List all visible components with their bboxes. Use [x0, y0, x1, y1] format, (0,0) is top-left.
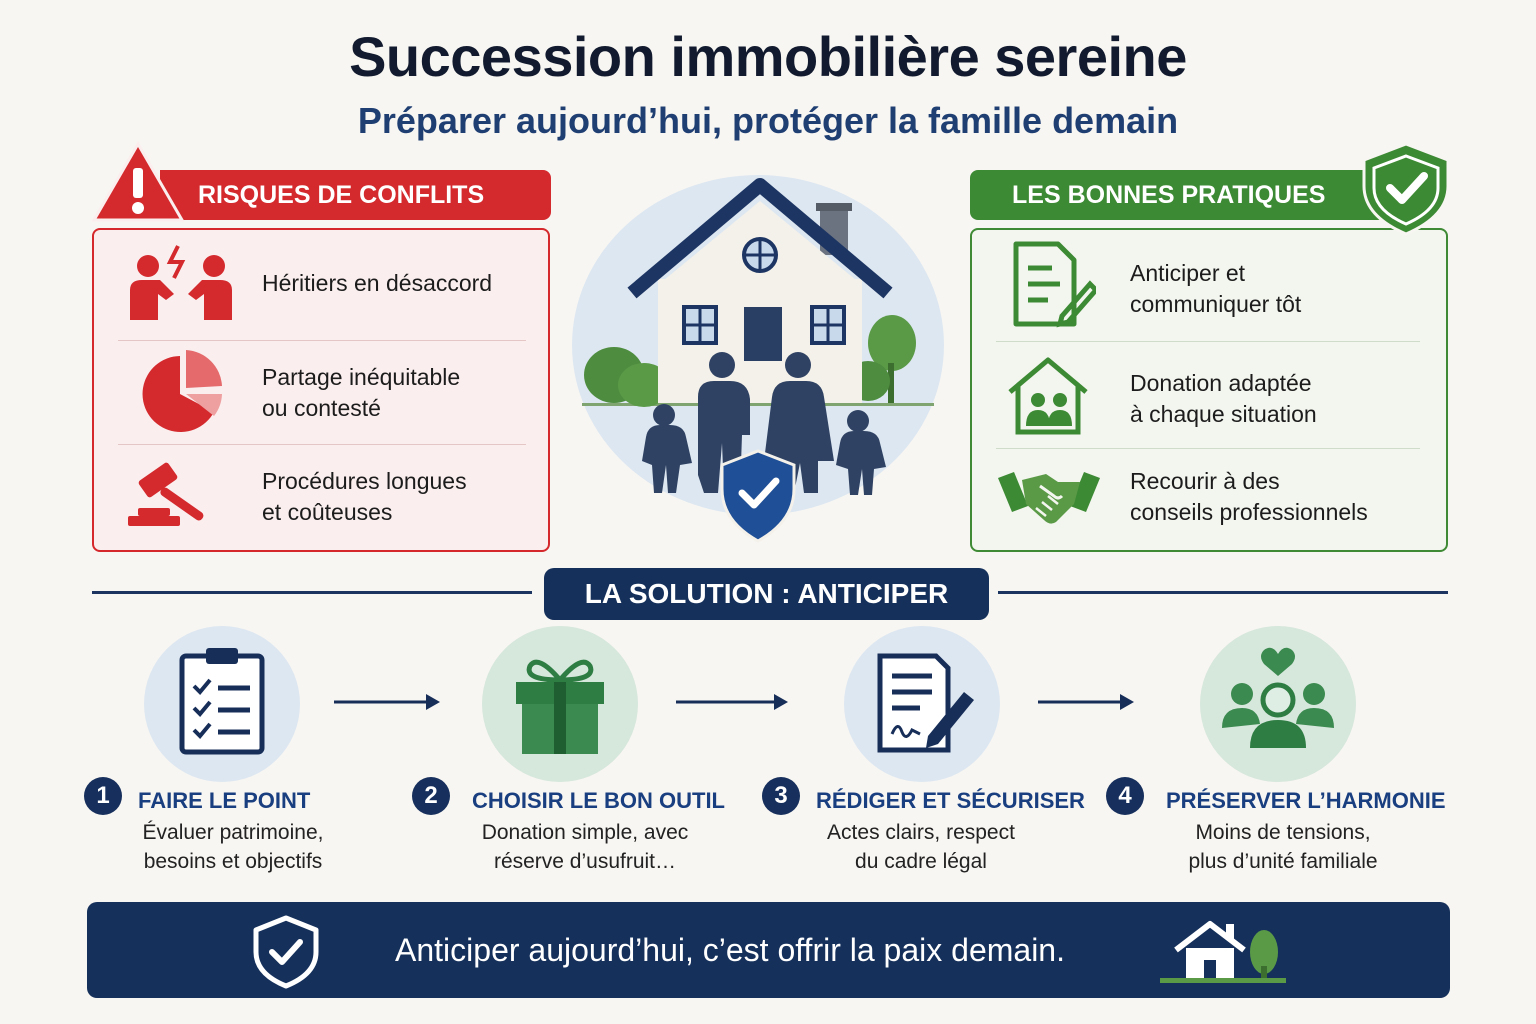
risks-label: RISQUES DE CONFLITS	[160, 170, 551, 220]
good-item-3-text: Recourir à des conseils professionnels	[1130, 466, 1368, 528]
gift-icon	[516, 659, 604, 754]
step-4-title: PRÉSERVER L’HARMONIE	[1166, 788, 1446, 813]
signed-document-icon	[877, 653, 974, 753]
heirs-conflict-icon	[130, 245, 232, 320]
step-4-line2: plus d’unité familiale	[1188, 850, 1378, 873]
divider	[118, 340, 526, 341]
handshake-icon	[998, 472, 1100, 524]
good-item-2-text: Donation adaptée à chaque situation	[1130, 368, 1317, 430]
divider	[996, 448, 1420, 449]
document-pen-icon	[1013, 241, 1096, 328]
good-item-1-text: Anticiper et communiquer tôt	[1130, 258, 1301, 320]
good-item-3-line2: conseils professionnels	[1130, 499, 1368, 525]
step-1-line2: besoins et objectifs	[143, 850, 323, 873]
risk-item-3-line2: et coûteuses	[262, 499, 393, 525]
solution-divider-left	[92, 591, 532, 594]
page-subtitle: Préparer aujourd’hui, protéger la famill…	[357, 100, 1179, 141]
clipboard-checklist-icon	[179, 648, 265, 755]
family-heart-icon	[1222, 647, 1334, 748]
step-3-line1: Actes clairs, respect	[827, 821, 1015, 844]
solution-divider-right	[998, 591, 1448, 594]
step-1-number: 1	[84, 777, 122, 815]
step-2-line2: réserve d’usufruit…	[493, 850, 677, 873]
shield-check-icon	[253, 915, 319, 989]
risk-item-2-text: Partage inéquitable ou contesté	[262, 362, 460, 424]
risk-item-2-line2: ou contesté	[262, 395, 381, 421]
step-4-desc: Moins de tensions, plus d’unité familial…	[1156, 818, 1410, 876]
solution-label: LA SOLUTION : ANTICIPER	[544, 568, 989, 620]
step-3-line2: du cadre légal	[855, 850, 987, 873]
arrow-right-icon	[1038, 694, 1134, 710]
step-3-title: RÉDIGER ET SÉCURISER	[816, 788, 1085, 813]
house-family-icon	[1008, 357, 1088, 435]
step-2-number: 2	[412, 777, 450, 815]
good-practices-label: LES BONNES PRATIQUES	[970, 170, 1390, 220]
risk-item-3-line1: Procédures longues	[262, 468, 467, 494]
risk-item-1-text: Héritiers en désaccord	[262, 268, 492, 299]
step-1-desc: Évaluer patrimoine, besoins et objectifs	[118, 818, 348, 876]
shield-check-icon	[1362, 142, 1450, 236]
risk-item-3-text: Procédures longues et coûteuses	[262, 466, 467, 528]
house-family-illustration	[572, 175, 944, 543]
step-4-number: 4	[1106, 777, 1144, 815]
house-tree-icon	[1160, 921, 1286, 983]
step-2-title: CHOISIR LE BON OUTIL	[472, 788, 725, 813]
divider	[996, 341, 1420, 342]
arrow-right-icon	[676, 694, 788, 710]
good-item-1-line1: Anticiper et	[1130, 260, 1246, 286]
risk-item-1-line1: Héritiers en désaccord	[262, 270, 493, 296]
step-4-line1: Moins de tensions,	[1195, 821, 1371, 844]
footer-text: Anticiper aujourd’hui, c’est offrir la p…	[395, 932, 1065, 968]
step-2-line1: Donation simple, avec	[481, 821, 689, 844]
good-item-3-line1: Recourir à des	[1130, 468, 1280, 494]
good-item-2-line2: à chaque situation	[1130, 401, 1317, 427]
arrow-right-icon	[334, 694, 440, 710]
pie-chart-icon	[142, 350, 222, 432]
step-3-number: 3	[762, 777, 800, 815]
good-item-1-line2: communiquer tôt	[1130, 291, 1302, 317]
step-3-desc: Actes clairs, respect du cadre légal	[796, 818, 1046, 876]
warning-icon	[91, 141, 185, 222]
divider	[118, 444, 526, 445]
step-1-line1: Évaluer patrimoine,	[142, 821, 324, 844]
page-title: Succession immobilière sereine	[349, 25, 1187, 88]
good-item-2-line1: Donation adaptée	[1130, 370, 1312, 396]
gavel-icon	[128, 462, 204, 526]
step-2-desc: Donation simple, avec réserve d’usufruit…	[460, 818, 710, 876]
step-1-title: FAIRE LE POINT	[138, 788, 311, 813]
risk-item-2-line1: Partage inéquitable	[262, 364, 461, 390]
